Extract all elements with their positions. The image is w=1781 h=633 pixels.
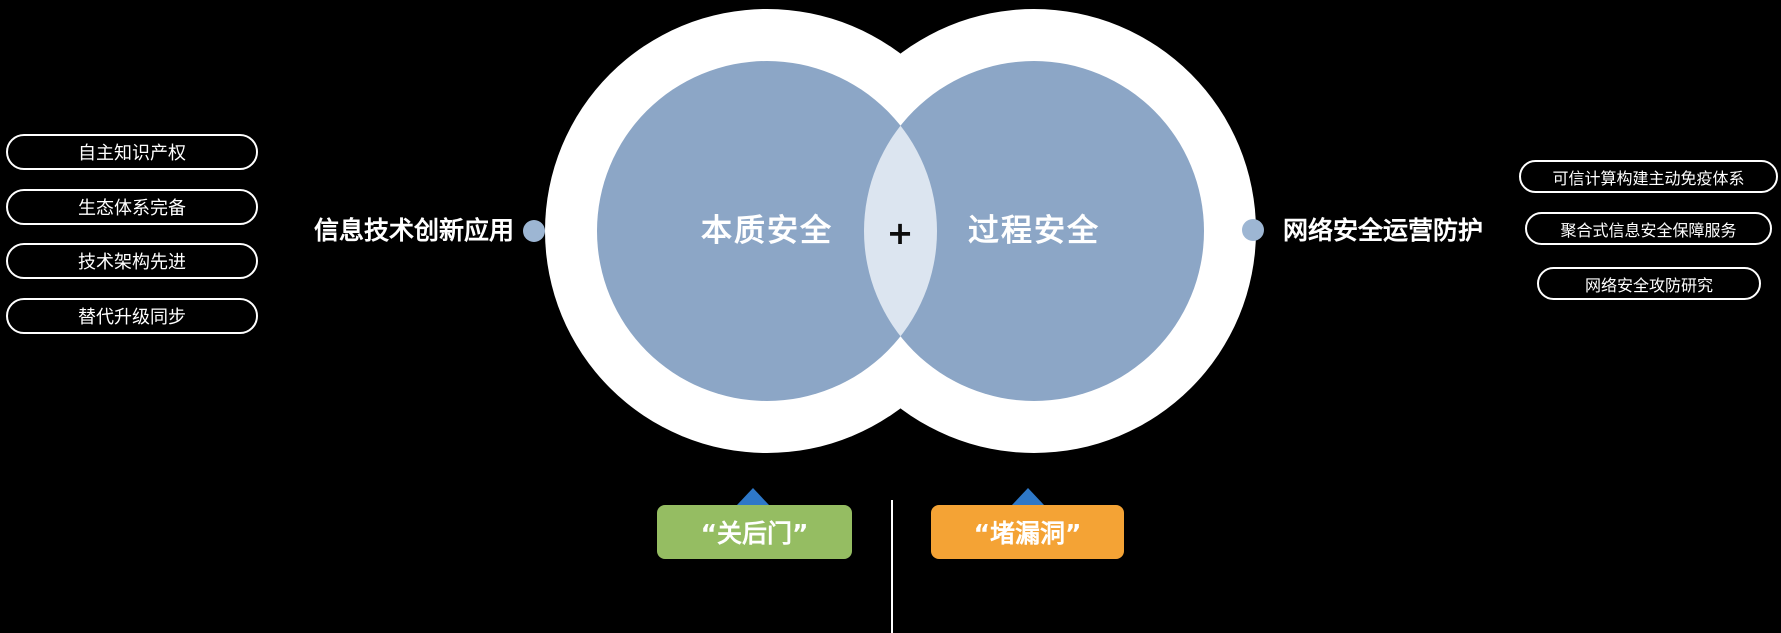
- left-pill-item-3: 技术架构先进: [6, 243, 258, 279]
- right-pill-label-3: 网络安全攻防研究: [1584, 275, 1713, 295]
- venn-plus-sign: +: [886, 214, 914, 252]
- left-pill-item-4: 替代升级同步: [6, 298, 258, 334]
- green-callout-label: “关后门”: [700, 519, 809, 548]
- venn-right-label: 过程安全: [968, 213, 1100, 249]
- right-pill-label-2: 聚合式信息安全保障服务: [1560, 220, 1737, 240]
- venn-right-circle: [864, 61, 1204, 401]
- left-pill-label-2: 生态体系完备: [78, 198, 186, 219]
- right-pill-item-2: 聚合式信息安全保障服务: [1525, 212, 1772, 245]
- bottom-divider-line: [891, 500, 893, 633]
- right-pill-item-1: 可信计算构建主动免疫体系: [1519, 160, 1778, 193]
- right-group-title: 网络安全运营防护: [1283, 216, 1484, 245]
- right-pill-label-1: 可信计算构建主动免疫体系: [1552, 168, 1745, 188]
- green-callout-box: “关后门”: [657, 505, 852, 559]
- left-pill-label-4: 替代升级同步: [78, 307, 186, 328]
- left-pill-item-1: 自主知识产权: [6, 134, 258, 170]
- orange-callout-box: “堵漏洞”: [931, 505, 1124, 559]
- right-pill-item-3: 网络安全攻防研究: [1537, 267, 1761, 300]
- orange-callout-label: “堵漏洞”: [973, 519, 1082, 548]
- venn-left-label: 本质安全: [701, 213, 833, 249]
- right-connector-dot: [1242, 219, 1264, 241]
- left-pill-label-1: 自主知识产权: [78, 143, 186, 164]
- left-connector-dot: [523, 220, 545, 242]
- venn-left-circle: [597, 61, 937, 401]
- left-pill-item-2: 生态体系完备: [6, 189, 258, 225]
- green-callout-arrow-icon: [737, 488, 769, 505]
- orange-callout-arrow-icon: [1012, 488, 1044, 505]
- left-group-title: 信息技术创新应用: [313, 216, 514, 245]
- left-pill-label-3: 技术架构先进: [78, 252, 186, 273]
